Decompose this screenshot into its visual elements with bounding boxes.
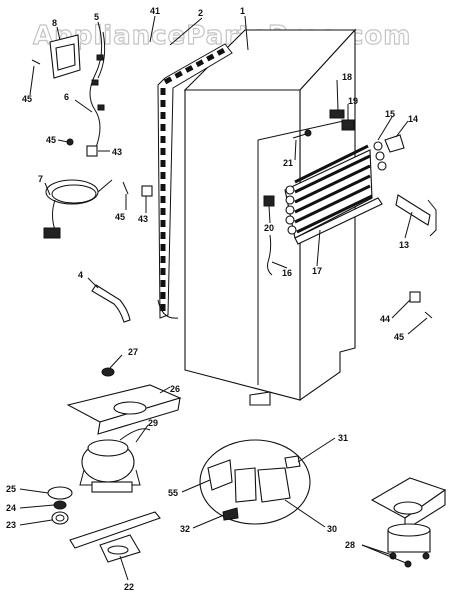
leader-lines	[19, 15, 428, 581]
callout-32: 32	[180, 524, 190, 534]
callout-13: 13	[399, 240, 409, 250]
wire-harness-6	[89, 29, 106, 151]
callout-27: 27	[128, 347, 138, 357]
callout-16: 16	[282, 268, 292, 278]
screw-45a	[31, 59, 41, 65]
callout-43-left: 43	[112, 147, 122, 157]
callout-23: 23	[6, 520, 16, 530]
callout-1: 1	[240, 6, 245, 16]
callout-17: 17	[312, 266, 322, 276]
tube-16	[267, 234, 273, 276]
clip-18	[329, 109, 345, 119]
callout-7: 7	[38, 174, 43, 184]
callout-30: 30	[327, 524, 337, 534]
callout-15: 15	[385, 109, 395, 119]
callout-55: 55	[168, 488, 178, 498]
callout-28: 28	[345, 540, 355, 550]
bracket-14	[384, 134, 405, 153]
clip-20	[263, 195, 275, 207]
callout-43-cord: 43	[138, 214, 148, 224]
callout-45-cord: 45	[115, 212, 125, 222]
callout-44: 44	[380, 314, 390, 324]
callout-6: 6	[64, 92, 69, 102]
screw-45c	[122, 181, 129, 195]
callout-31: 31	[338, 433, 348, 443]
callout-45-top: 45	[22, 94, 32, 104]
callout-26: 26	[170, 384, 180, 394]
callout-20: 20	[264, 223, 274, 233]
tube-4	[91, 284, 131, 323]
relay-inset	[199, 439, 311, 525]
door-gasket	[157, 43, 233, 319]
power-cord-7	[43, 179, 113, 239]
callout-labels: 1 2 41 5 8 6 45 45 43 7 45 43 4 27 26 29…	[6, 6, 418, 592]
callout-5: 5	[94, 12, 99, 22]
screw-45d	[424, 311, 433, 319]
callout-8: 8	[52, 18, 57, 28]
callout-25: 25	[6, 484, 16, 494]
callout-41: 41	[150, 6, 160, 16]
compressor-29	[79, 428, 151, 493]
callout-19: 19	[348, 96, 358, 106]
callout-2: 2	[198, 8, 203, 18]
callout-24: 24	[6, 503, 16, 513]
grommet-27	[101, 367, 115, 377]
screw-21	[292, 133, 307, 139]
mounting-bracket-22	[69, 511, 161, 563]
condenser-coil	[284, 141, 387, 245]
drain-pan-26	[66, 384, 182, 435]
callout-45-mid: 45	[46, 135, 56, 145]
drier-tube-13	[395, 194, 437, 237]
callout-21: 21	[283, 158, 293, 168]
callout-45-right: 45	[394, 332, 404, 342]
callout-22: 22	[124, 582, 134, 592]
clip-19	[341, 119, 355, 131]
callout-14: 14	[408, 114, 418, 124]
callout-4: 4	[78, 270, 83, 280]
part-43b	[141, 185, 153, 197]
callout-29: 29	[148, 418, 158, 428]
callout-18: 18	[342, 72, 352, 82]
part-43a	[86, 145, 98, 157]
part-44	[409, 291, 421, 303]
drain-pan-28	[370, 477, 447, 568]
bracket-8	[49, 34, 81, 79]
